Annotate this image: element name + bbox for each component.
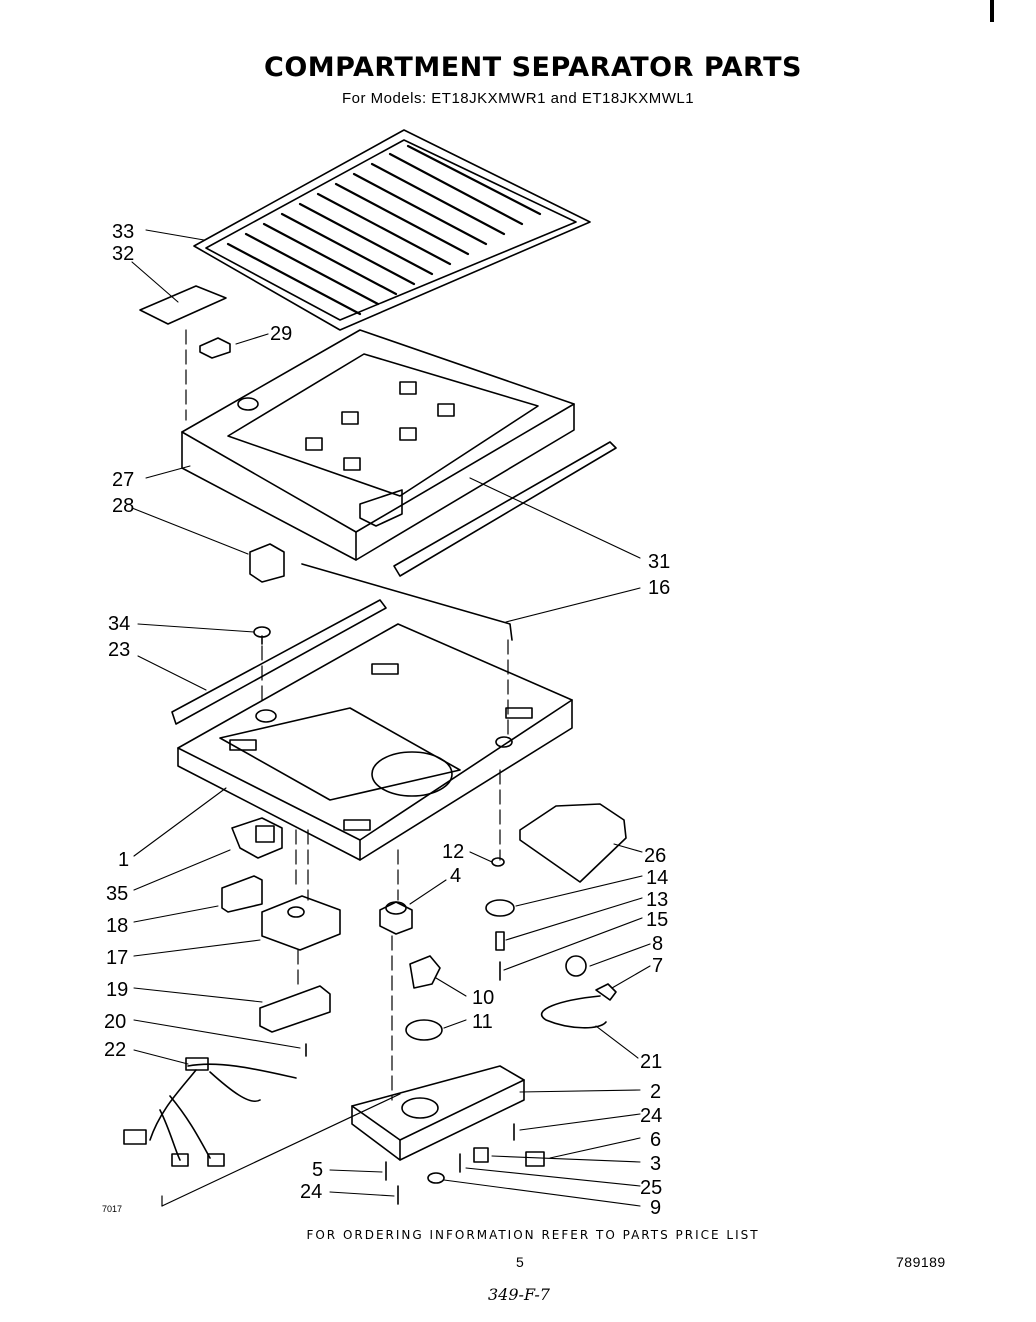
part-grommet xyxy=(253,626,271,645)
callout-3: 3 xyxy=(650,1153,661,1175)
callout-17: 17 xyxy=(106,947,128,969)
callout-21: 21 xyxy=(640,1051,662,1073)
callout-27: 27 xyxy=(112,469,134,491)
corner-mark xyxy=(990,0,994,22)
part-shaft xyxy=(495,931,505,951)
callout-16: 16 xyxy=(648,577,670,599)
callout-32: 32 xyxy=(112,243,134,265)
callout-24-b: 24 xyxy=(300,1181,322,1203)
part-wire-harness xyxy=(123,1057,297,1167)
callout-24: 24 xyxy=(640,1105,662,1127)
callout-13: 13 xyxy=(646,889,668,911)
part-lamp-wire xyxy=(540,995,607,1029)
callout-23: 23 xyxy=(108,639,130,661)
callout-9: 9 xyxy=(650,1197,661,1219)
part-damper-bracket xyxy=(231,817,283,859)
ordering-note: FOR ORDERING INFORMATION REFER TO PARTS … xyxy=(306,1228,760,1242)
document-number: 789189 xyxy=(896,1254,946,1270)
part-small-pad xyxy=(199,337,231,359)
part-lamp-socket xyxy=(595,983,617,1001)
model-subtitle: For Models: ET18JKXMWR1 and ET18JKXMWL1 xyxy=(341,90,695,107)
part-shelf-grille xyxy=(193,129,591,331)
part-gasket-strip xyxy=(393,441,617,577)
callout-25: 25 xyxy=(640,1177,662,1199)
callout-2: 2 xyxy=(650,1081,661,1103)
part-knob xyxy=(405,1019,443,1041)
callout-26: 26 xyxy=(644,845,666,867)
part-control-tray xyxy=(351,1065,525,1161)
harness-bracket-line xyxy=(161,1093,401,1207)
leader-lines xyxy=(131,229,651,1207)
callout-labels: 33 32 29 27 28 31 16 34 23 1 35 18 17 19… xyxy=(104,221,670,1219)
part-foam-block xyxy=(249,543,285,583)
callout-12: 12 xyxy=(442,841,464,863)
callout-18: 18 xyxy=(106,915,128,937)
callout-4: 4 xyxy=(450,865,461,887)
callout-10: 10 xyxy=(472,987,494,1009)
part-separator-pan xyxy=(177,623,573,861)
callout-29: 29 xyxy=(270,323,292,345)
callout-7: 7 xyxy=(652,955,663,977)
part-rod xyxy=(301,563,513,641)
part-control-bracket xyxy=(259,985,331,1033)
part-separator-frame xyxy=(181,329,575,561)
part-washer xyxy=(491,857,505,867)
drawing-code: 7017 xyxy=(102,1204,123,1214)
part-control-housing xyxy=(261,895,341,951)
callout-19: 19 xyxy=(106,979,128,1001)
callout-6: 6 xyxy=(650,1129,661,1151)
callout-22: 22 xyxy=(104,1039,126,1061)
callout-15: 15 xyxy=(646,909,668,931)
callout-33: 33 xyxy=(112,221,134,243)
callout-1: 1 xyxy=(118,849,129,871)
part-label-card xyxy=(139,285,227,325)
page-number: 5 xyxy=(516,1254,524,1270)
handwritten-note: 349-F-7 xyxy=(488,1285,550,1304)
callout-11: 11 xyxy=(472,1011,493,1033)
part-cap xyxy=(427,1172,445,1184)
part-switch xyxy=(525,1151,545,1167)
page-title: COMPARTMENT SEPARATOR PARTS xyxy=(264,52,802,83)
part-vent-grille xyxy=(221,875,263,913)
callout-31: 31 xyxy=(648,551,670,573)
assembly-lines xyxy=(185,329,509,1101)
callout-20: 20 xyxy=(104,1011,126,1033)
callout-34: 34 xyxy=(108,613,130,635)
part-thermostat xyxy=(409,955,441,989)
part-cam-knob xyxy=(379,901,413,935)
part-trim-strip xyxy=(171,599,387,725)
callout-14: 14 xyxy=(646,867,668,889)
callout-5: 5 xyxy=(312,1159,323,1181)
part-insulation xyxy=(519,803,627,883)
callout-8: 8 xyxy=(652,933,663,955)
callout-35: 35 xyxy=(106,883,128,905)
part-connector xyxy=(473,1147,489,1163)
part-light-bulb xyxy=(565,955,587,977)
part-knob-base xyxy=(485,899,515,917)
callout-28: 28 xyxy=(112,495,134,517)
